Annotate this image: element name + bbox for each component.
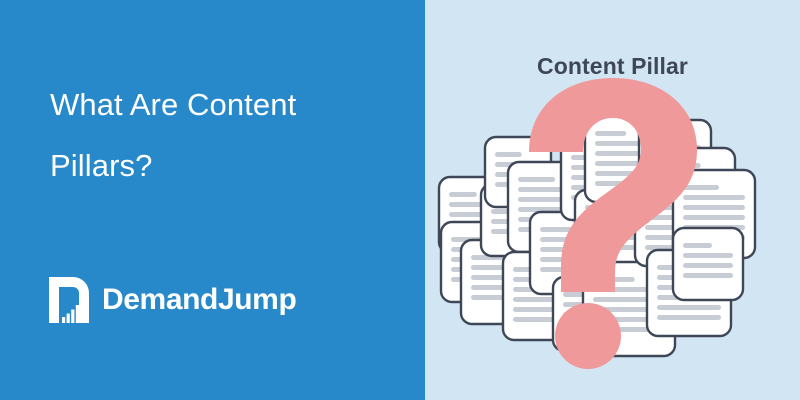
document-text-line xyxy=(595,131,627,136)
demandjump-wordmark: DemandJump xyxy=(102,283,297,316)
content-pillar-caption: Content Pillar xyxy=(537,53,688,79)
demandjump-d-bar-chart-logo-icon xyxy=(49,277,89,323)
document-text-line xyxy=(683,215,745,220)
document-text-line xyxy=(683,253,733,258)
right-panel: Content Pillar xyxy=(425,0,800,400)
document-text-line xyxy=(683,273,733,278)
document-text-line xyxy=(683,243,712,248)
document-text-line xyxy=(595,151,649,156)
document-text-line xyxy=(683,185,719,190)
document-text-line xyxy=(683,195,745,200)
document-text-line xyxy=(657,315,721,320)
document-text-line xyxy=(540,227,574,232)
demandjump-logo[interactable]: DemandJump xyxy=(49,277,297,323)
left-panel: What Are Content Pillars? DemandJump xyxy=(0,0,425,400)
document-text-line xyxy=(657,305,721,310)
question-mark-icon xyxy=(529,78,697,369)
document-text-line xyxy=(518,177,556,182)
document-text-line xyxy=(683,263,733,268)
document-text-line xyxy=(449,192,477,197)
document-text-line xyxy=(595,161,649,166)
document-text-line xyxy=(495,152,522,157)
stacked-documents-illustration xyxy=(437,78,757,369)
document-card xyxy=(671,226,745,302)
page-title: What Are Content Pillars? xyxy=(50,87,297,183)
document-text-line xyxy=(683,205,745,210)
document-text-line xyxy=(595,141,649,146)
